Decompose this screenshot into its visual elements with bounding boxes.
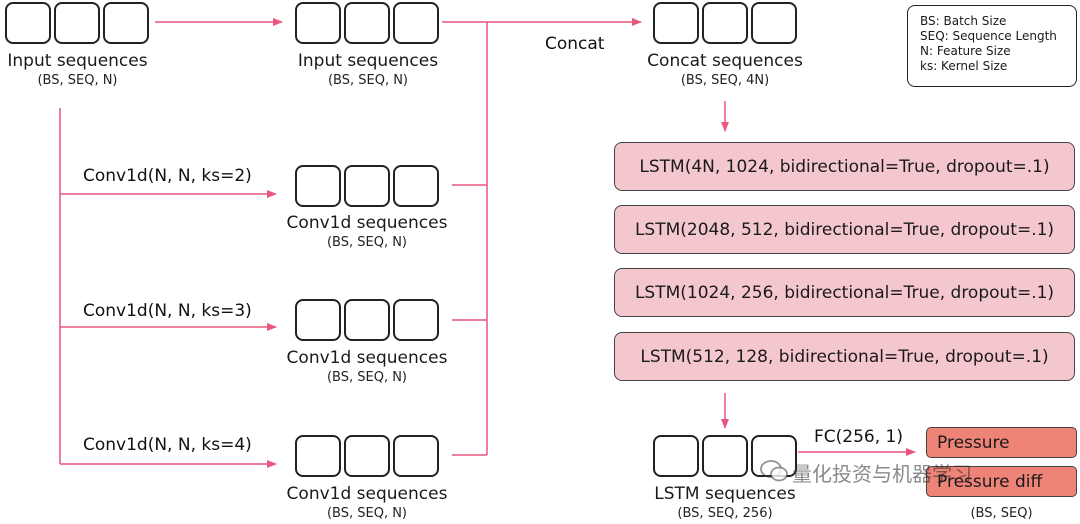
legend-box: BS: Batch Size SEQ: Sequence Length N: F… <box>907 5 1077 87</box>
lstm-layer-1: LSTM(4N, 1024, bidirectional=True, dropo… <box>614 142 1075 191</box>
conv-ks3-shape: (BS, SEQ, N) <box>326 370 408 385</box>
conv-ks4-cell-2 <box>344 435 390 477</box>
concat-op: Concat <box>545 34 605 54</box>
conv-ks3-cell-3 <box>393 299 439 341</box>
conv-ks4-op: Conv1d(N, N, ks=4) <box>83 435 252 455</box>
conv-ks2-cell-1 <box>295 165 341 207</box>
wechat-icon <box>760 460 788 482</box>
concat-cell-3 <box>751 2 797 44</box>
lstm-layer-4: LSTM(512, 128, bidirectional=True, dropo… <box>614 332 1075 381</box>
output-shape: (BS, SEQ) <box>970 506 1033 521</box>
conv-ks2-cell-2 <box>344 165 390 207</box>
output-pressure: Pressure <box>926 427 1077 458</box>
fc-op: FC(256, 1) <box>814 427 903 447</box>
input-left-cell-2 <box>54 2 100 44</box>
conv-ks3-cell-2 <box>344 299 390 341</box>
conv-ks2-cell-3 <box>393 165 439 207</box>
conv-ks4-shape: (BS, SEQ, N) <box>326 506 408 521</box>
lstm-seq-title: LSTM sequences <box>654 484 796 504</box>
conv-ks3-title: Conv1d sequences <box>286 348 448 368</box>
conv-ks2-title: Conv1d sequences <box>286 213 448 233</box>
output-pressure-diff: Pressure diff <box>926 466 1077 497</box>
conv-ks3-cell-1 <box>295 299 341 341</box>
legend-item-kernel-size: ks: Kernel Size <box>920 59 1008 73</box>
input-mid-cell-3 <box>393 2 439 44</box>
input-mid-title: Input sequences <box>297 51 439 71</box>
concat-shape: (BS, SEQ, 4N) <box>680 73 770 88</box>
lstm-seq-cell-1 <box>653 435 699 477</box>
conv-ks2-op: Conv1d(N, N, ks=2) <box>83 166 252 186</box>
conv-ks3-op: Conv1d(N, N, ks=3) <box>83 301 252 321</box>
watermark-text: 量化投资与机器学习 <box>792 462 972 486</box>
input-left-cell-1 <box>5 2 51 44</box>
conv-ks2-shape: (BS, SEQ, N) <box>326 235 408 250</box>
lstm-seq-shape: (BS, SEQ, 256) <box>677 506 773 521</box>
lstm-seq-cell-2 <box>702 435 748 477</box>
input-left-shape: (BS, SEQ, N) <box>37 73 118 88</box>
conv-ks4-title: Conv1d sequences <box>286 484 448 504</box>
input-mid-shape: (BS, SEQ, N) <box>327 73 409 88</box>
input-mid-cell-1 <box>295 2 341 44</box>
input-mid-cell-2 <box>344 2 390 44</box>
input-left-cell-3 <box>103 2 149 44</box>
concat-cell-2 <box>702 2 748 44</box>
concat-title: Concat sequences <box>647 51 803 71</box>
input-left-title: Input sequences <box>7 51 148 71</box>
conv-ks4-cell-3 <box>393 435 439 477</box>
lstm-layer-2: LSTM(2048, 512, bidirectional=True, drop… <box>614 205 1075 254</box>
legend-item-feature-size: N: Feature Size <box>920 44 1011 58</box>
concat-cell-1 <box>653 2 699 44</box>
lstm-layer-3: LSTM(1024, 256, bidirectional=True, drop… <box>614 268 1075 317</box>
legend-item-batch-size: BS: Batch Size <box>920 14 1007 28</box>
legend-item-sequence-length: SEQ: Sequence Length <box>920 29 1057 43</box>
conv-ks4-cell-1 <box>295 435 341 477</box>
